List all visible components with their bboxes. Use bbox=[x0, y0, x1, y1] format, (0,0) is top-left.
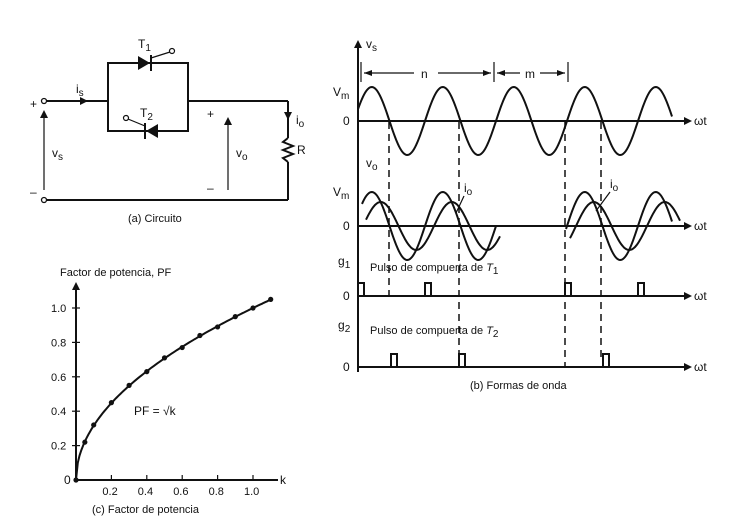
waveform-diagram: vs n m Vm 0 ωt vo Vm 0 ωt io io g1 0 ωt … bbox=[333, 37, 707, 392]
chart-ylabel: Factor de potencia, PF bbox=[60, 267, 172, 279]
caption-pf-chart: (c) Factor de potencia bbox=[92, 504, 200, 516]
data-point bbox=[268, 296, 274, 302]
chart-formula-label: PF = √k bbox=[134, 404, 177, 418]
label-vm-mid: Vm bbox=[333, 185, 349, 202]
thyristor-t2-icon bbox=[146, 124, 158, 138]
label-wt-g1: ωt bbox=[694, 289, 707, 303]
chart-xlabel: k bbox=[280, 473, 287, 487]
data-point bbox=[73, 477, 79, 483]
y-tick-label: 0.6 bbox=[51, 372, 66, 384]
label-vo: vo bbox=[236, 146, 248, 163]
plus-sign-right: + bbox=[207, 107, 214, 121]
current-io-arrow-icon bbox=[284, 112, 292, 120]
caption-waveforms: (b) Formas de onda bbox=[470, 380, 567, 392]
label-g1: g1 bbox=[338, 254, 351, 271]
data-point bbox=[161, 355, 168, 361]
series-line bbox=[75, 299, 270, 481]
wire-t1-branch bbox=[107, 62, 189, 101]
g1-pulse-3 bbox=[564, 282, 572, 296]
chart-series bbox=[73, 296, 274, 483]
minus-sign-left: – bbox=[30, 185, 37, 199]
data-point bbox=[126, 382, 132, 388]
plus-sign-left: + bbox=[30, 97, 37, 111]
minus-sign-right: – bbox=[207, 181, 214, 195]
label-g2: g2 bbox=[338, 318, 351, 335]
x-tick-label: 0.4 bbox=[138, 486, 153, 498]
data-point bbox=[232, 314, 238, 320]
y-tick-label: 0.2 bbox=[51, 441, 66, 453]
resistor-icon bbox=[280, 137, 296, 163]
y-tick-label: 0.8 bbox=[51, 337, 66, 349]
label-vo-axis: vo bbox=[366, 156, 378, 173]
chart-ticks: 0.2 0.4 0.6 0.8 1.0 0.2 0.4 0.6 0.8 1.0 bbox=[51, 303, 259, 498]
x-tick-label: 0.6 bbox=[173, 486, 188, 498]
y-tick-label: 0.4 bbox=[51, 406, 66, 418]
g2-pulse-3 bbox=[602, 353, 610, 367]
label-zero-vs: 0 bbox=[343, 114, 350, 128]
y-tick-label: 1.0 bbox=[51, 303, 66, 315]
label-r: R bbox=[297, 143, 306, 157]
data-point bbox=[82, 439, 88, 445]
label-io-2: io bbox=[610, 177, 619, 194]
label-t1: T1 bbox=[138, 37, 151, 54]
caption-circuit: (a) Circuito bbox=[128, 213, 182, 225]
x-tick-label: 0.8 bbox=[209, 486, 224, 498]
thyristor-t1-icon bbox=[138, 56, 150, 70]
label-m: m bbox=[525, 67, 535, 81]
label-zero-g2: 0 bbox=[343, 360, 350, 374]
vs-sine-wave bbox=[357, 85, 673, 157]
label-wt-vo: ωt bbox=[694, 219, 707, 233]
data-point bbox=[179, 344, 185, 351]
x-tick-label: 0.2 bbox=[102, 486, 117, 498]
g1-pulse-4 bbox=[637, 282, 645, 296]
label-is: is bbox=[76, 82, 84, 99]
label-wt-g2: ωt bbox=[694, 360, 707, 374]
g2-pulse-1 bbox=[390, 353, 398, 367]
circuit-diagram: T1 T2 is vs vo io R + – + – (a) Circuito bbox=[30, 37, 306, 225]
label-io-1: io bbox=[464, 181, 473, 198]
vo-waveform-second bbox=[565, 190, 673, 262]
label-zero-g1: 0 bbox=[343, 289, 350, 303]
label-pulse-t2: Pulso de compuerta de T2 bbox=[370, 325, 499, 340]
label-io: io bbox=[296, 113, 305, 130]
current-is-arrow-icon bbox=[80, 97, 88, 105]
label-pulse-t1: Pulso de compuerta de T1 bbox=[370, 262, 499, 277]
data-point bbox=[215, 324, 221, 330]
data-point bbox=[91, 422, 97, 428]
label-n: n bbox=[421, 67, 428, 81]
io-waveform-second bbox=[569, 200, 681, 252]
x-tick-label: 1.0 bbox=[244, 486, 259, 498]
vo-waveform-first bbox=[361, 190, 497, 262]
label-vs-axis: vs bbox=[366, 37, 377, 54]
chart-origin-label: 0 bbox=[64, 473, 71, 487]
label-vm-top: Vm bbox=[333, 85, 349, 102]
label-t2: T2 bbox=[140, 106, 153, 123]
label-wt-vs: ωt bbox=[694, 114, 707, 128]
data-point bbox=[197, 332, 203, 339]
data-point bbox=[144, 369, 150, 375]
data-point bbox=[108, 400, 114, 406]
g2-pulse-2 bbox=[458, 353, 466, 367]
data-point bbox=[250, 305, 256, 311]
g1-pulse-2 bbox=[424, 282, 432, 296]
label-vs: vs bbox=[52, 146, 63, 163]
label-zero-vo: 0 bbox=[343, 219, 350, 233]
g1-pulse-1 bbox=[357, 282, 365, 296]
